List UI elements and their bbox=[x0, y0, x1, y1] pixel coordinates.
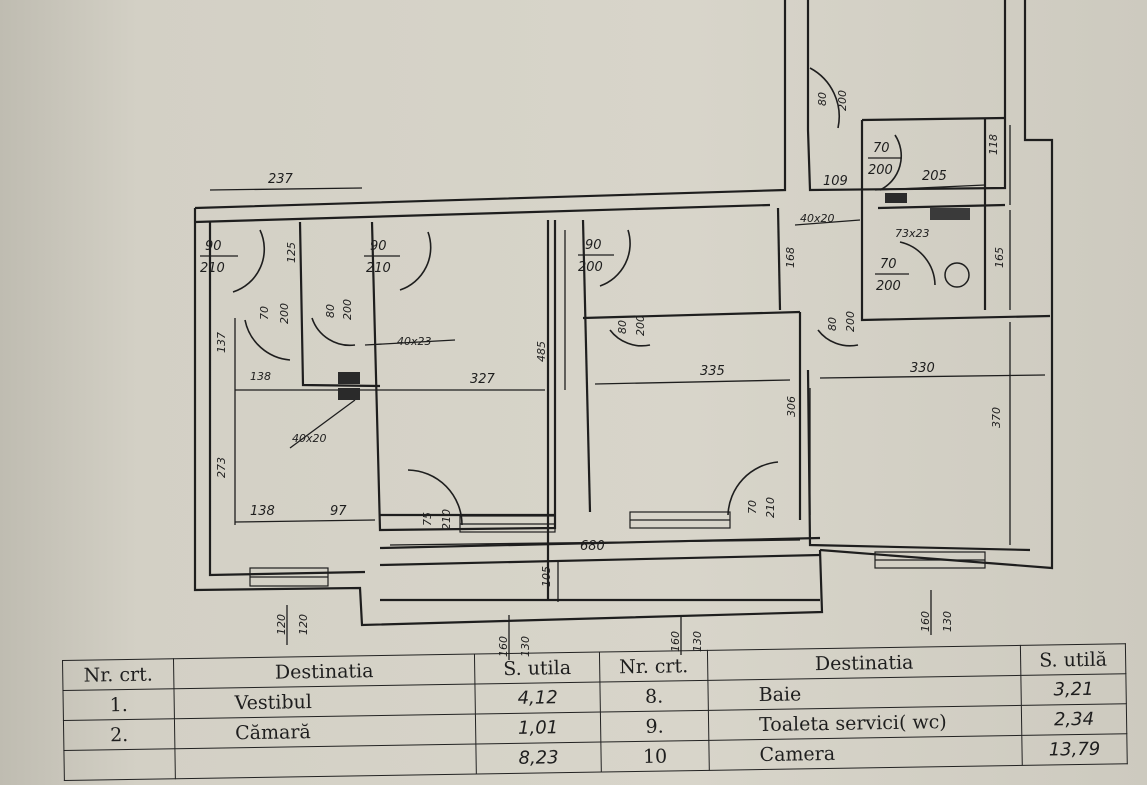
col-header-s-utila-2: S. utilă bbox=[1020, 643, 1126, 676]
cell-s-utila: 4,12 bbox=[474, 682, 601, 715]
window-height: 120 bbox=[297, 614, 310, 635]
dim-137: 137 bbox=[215, 332, 228, 353]
door-height: 210 bbox=[440, 509, 453, 530]
cell-nr-2: 8. bbox=[599, 680, 709, 713]
dim-168: 168 bbox=[784, 247, 797, 268]
cell-destinatia bbox=[174, 744, 477, 779]
door-height: 210 bbox=[366, 261, 391, 276]
door-width: 90 bbox=[370, 239, 387, 254]
door-height: 200 bbox=[341, 299, 354, 320]
chimney-niches bbox=[338, 193, 970, 400]
door-width: 70 bbox=[258, 306, 271, 320]
door-height: 200 bbox=[876, 279, 901, 294]
dim-97: 97 bbox=[330, 504, 347, 519]
window-width: 160 bbox=[497, 636, 510, 657]
dim-237: 237 bbox=[268, 172, 294, 187]
cell-nr: 1. bbox=[62, 688, 175, 721]
door-height: 210 bbox=[764, 497, 777, 518]
cell-nr bbox=[63, 748, 176, 781]
window-labels: 120 120 160 130 160 130 160 130 bbox=[275, 590, 954, 660]
cell-destinatia: Vestibul bbox=[173, 684, 476, 719]
cell-destinatia-2: Baie bbox=[707, 675, 1022, 711]
dim-327: 327 bbox=[470, 372, 496, 387]
col-header-nr-2: Nr. crt. bbox=[599, 650, 708, 683]
windows bbox=[249, 511, 986, 587]
cell-s-utila-2: 3,21 bbox=[1020, 673, 1127, 706]
niche-label-3: 40x20 bbox=[800, 212, 835, 225]
window-width: 120 bbox=[275, 614, 288, 635]
niche-label-1: 40x20 bbox=[292, 432, 327, 445]
col-header-destinatia: Destinatia bbox=[173, 654, 475, 689]
cell-s-utila: 8,23 bbox=[475, 742, 602, 775]
cell-nr-2: 9. bbox=[600, 710, 709, 743]
door-height: 200 bbox=[634, 315, 647, 336]
door-width: 90 bbox=[205, 239, 222, 254]
dim-118: 118 bbox=[987, 134, 1000, 155]
door-height: 200 bbox=[868, 163, 893, 178]
dim-273: 273 bbox=[215, 457, 228, 478]
window-height: 130 bbox=[941, 611, 954, 632]
door-width: 80 bbox=[816, 92, 829, 106]
door-width: 70 bbox=[873, 141, 890, 156]
door-width: 70 bbox=[746, 500, 759, 514]
cell-s-utila: 1,01 bbox=[475, 712, 601, 745]
door-labels: 90 210 90 210 90 200 70 200 70 200 80 20… bbox=[200, 90, 909, 530]
dim-138: 138 bbox=[250, 370, 271, 383]
cell-nr: 2. bbox=[63, 718, 175, 751]
dim-165: 165 bbox=[993, 247, 1006, 268]
window-width: 160 bbox=[919, 611, 932, 632]
floor-plan-walls bbox=[193, 0, 1054, 627]
cell-nr-2: 10 bbox=[600, 740, 710, 773]
dim-109: 109 bbox=[823, 174, 848, 189]
door-height: 210 bbox=[200, 261, 225, 276]
door-width: 80 bbox=[616, 320, 629, 334]
window-height: 130 bbox=[691, 631, 704, 652]
door-height: 200 bbox=[844, 311, 857, 332]
dim-105: 105 bbox=[540, 566, 553, 587]
door-width: 80 bbox=[826, 317, 839, 331]
dim-306: 306 bbox=[785, 396, 798, 417]
door-height: 200 bbox=[278, 303, 291, 324]
dim-680: 680 bbox=[580, 539, 605, 554]
cell-s-utila-2: 2,34 bbox=[1021, 703, 1127, 736]
door-width: 75 bbox=[421, 512, 434, 526]
col-header-s-utila: S. utila bbox=[474, 652, 600, 685]
window-width: 160 bbox=[669, 631, 682, 652]
door-height: 200 bbox=[836, 90, 849, 111]
floor-plan-drawing: 237 327 335 330 109 205 138 138 97 680 1… bbox=[193, 0, 1054, 660]
dim-370: 370 bbox=[990, 407, 1003, 428]
cell-destinatia-2: Camera bbox=[708, 735, 1023, 771]
window-height: 130 bbox=[519, 636, 532, 657]
door-width: 90 bbox=[585, 238, 602, 253]
dim-205: 205 bbox=[922, 169, 947, 184]
niche-label-2: 40x23 bbox=[397, 335, 432, 348]
dimension-lines bbox=[209, 125, 1046, 602]
door-swings bbox=[232, 67, 936, 526]
dim-125: 125 bbox=[285, 242, 298, 263]
dim-330: 330 bbox=[910, 361, 935, 376]
col-header-nr: Nr. crt. bbox=[62, 658, 174, 691]
door-width: 80 bbox=[324, 304, 337, 318]
cell-destinatia-2: Toaleta servici( wc) bbox=[708, 705, 1022, 741]
room-area-table: Nr. crt. Destinatia S. utila Nr. crt. De… bbox=[62, 643, 1128, 781]
door-height: 200 bbox=[578, 260, 603, 275]
cell-destinatia: Cămară bbox=[174, 714, 476, 749]
niche-label-4: 73x23 bbox=[895, 227, 930, 240]
cell-s-utila-2: 13,79 bbox=[1021, 733, 1128, 766]
dim-335: 335 bbox=[700, 364, 725, 379]
dim-485: 485 bbox=[535, 341, 548, 362]
door-width: 70 bbox=[880, 257, 897, 272]
dim-138b: 138 bbox=[250, 504, 275, 519]
col-header-destinatia-2: Destinatia bbox=[707, 645, 1021, 681]
